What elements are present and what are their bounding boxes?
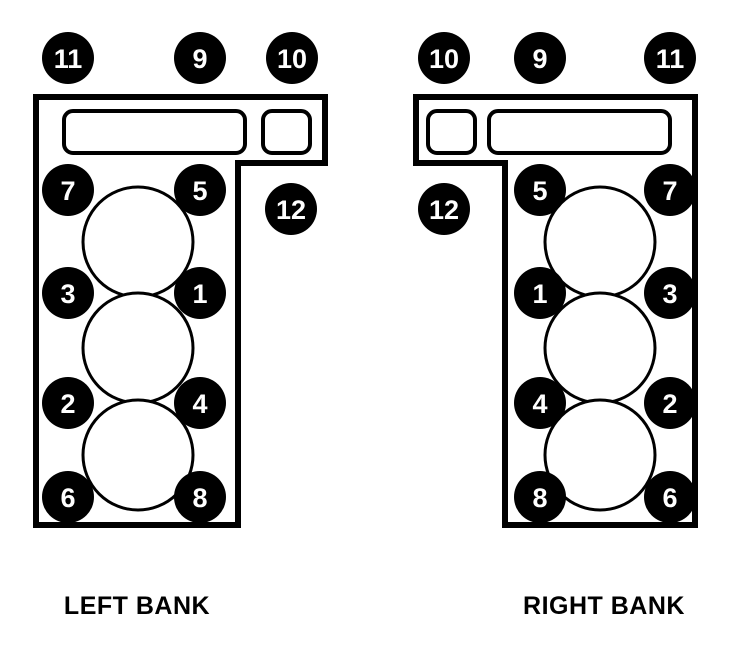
bolt-8-right[interactable]: 8	[514, 471, 566, 523]
bolt-number-label: 10	[277, 44, 307, 74]
bolt-number-label: 9	[192, 44, 207, 74]
bolt-number-label: 8	[192, 483, 207, 513]
bolt-disc-icon	[644, 164, 696, 216]
bolt-12-right[interactable]: 12	[418, 183, 470, 235]
bolt-disc-icon	[174, 377, 226, 429]
bolt-disc-icon	[265, 183, 317, 235]
bolt-number-label: 3	[60, 279, 75, 309]
intake-port-small-right	[426, 109, 477, 155]
bolt-7-right[interactable]: 7	[644, 164, 696, 216]
bolt-number-label: 7	[60, 176, 75, 206]
bolt-6-right[interactable]: 6	[644, 471, 696, 523]
bore-3-left	[81, 398, 195, 512]
bolt-number-label: 9	[532, 44, 547, 74]
bolt-10-left[interactable]: 10	[266, 32, 318, 84]
bolt-disc-icon	[174, 267, 226, 319]
intake-port-long-left	[62, 109, 247, 155]
bolt-12-left[interactable]: 12	[265, 183, 317, 235]
bolt-disc-icon	[514, 164, 566, 216]
bolt-disc-icon	[418, 183, 470, 235]
bolt-number-label: 5	[532, 176, 547, 206]
bolt-number-label: 2	[60, 389, 75, 419]
bolt-2-left[interactable]: 2	[42, 377, 94, 429]
bolt-number-label: 12	[429, 195, 459, 225]
bolt-number-label: 7	[662, 176, 677, 206]
bolt-9-right[interactable]: 9	[514, 32, 566, 84]
bolt-disc-icon	[644, 32, 696, 84]
bolt-6-left[interactable]: 6	[42, 471, 94, 523]
bolt-disc-icon	[42, 164, 94, 216]
bolt-number-label: 6	[60, 483, 75, 513]
bolt-disc-icon	[514, 377, 566, 429]
bolt-disc-icon	[174, 471, 226, 523]
bolt-disc-icon	[514, 471, 566, 523]
bolt-number-label: 10	[429, 44, 459, 74]
bolt-disc-icon	[42, 471, 94, 523]
bolt-5-left[interactable]: 5	[174, 164, 226, 216]
bolt-disc-icon	[174, 32, 226, 84]
bolt-disc-icon	[42, 267, 94, 319]
bolt-number-label: 4	[532, 389, 547, 419]
bolt-3-right[interactable]: 3	[644, 267, 696, 319]
bolt-number-label: 2	[662, 389, 677, 419]
bolt-4-left[interactable]: 4	[174, 377, 226, 429]
bolt-5-right[interactable]: 5	[514, 164, 566, 216]
bolt-disc-icon	[174, 164, 226, 216]
bolt-number-label: 1	[532, 279, 547, 309]
bolt-10-right[interactable]: 10	[418, 32, 470, 84]
bolt-8-left[interactable]: 8	[174, 471, 226, 523]
bolt-number-label: 11	[656, 44, 685, 74]
bolt-number-label: 8	[532, 483, 547, 513]
bolt-disc-icon	[644, 471, 696, 523]
bolt-number-label: 3	[662, 279, 677, 309]
intake-port-small-left	[261, 109, 312, 155]
intake-port-long-right	[487, 109, 672, 155]
bolt-disc-icon	[514, 267, 566, 319]
bolt-disc-icon	[644, 267, 696, 319]
bore-3-right	[543, 398, 657, 512]
bolt-number-label: 6	[662, 483, 677, 513]
bore-1-left	[81, 185, 195, 299]
bolt-11-left[interactable]: 11	[42, 32, 94, 84]
bolt-1-right[interactable]: 1	[514, 267, 566, 319]
bolt-disc-icon	[418, 32, 470, 84]
bolt-1-left[interactable]: 1	[174, 267, 226, 319]
bolt-11-right[interactable]: 11	[644, 32, 696, 84]
bolt-number-label: 1	[192, 279, 207, 309]
bolt-number-label: 5	[192, 176, 207, 206]
bolt-3-left[interactable]: 3	[42, 267, 94, 319]
bank-caption-right: RIGHT BANK	[523, 592, 685, 620]
bolt-number-label: 4	[192, 389, 207, 419]
bolt-number-label: 11	[54, 44, 83, 74]
bolt-4-right[interactable]: 4	[514, 377, 566, 429]
bolt-2-right[interactable]: 2	[644, 377, 696, 429]
bank-caption-left: LEFT BANK	[64, 592, 210, 620]
bolt-7-left[interactable]: 7	[42, 164, 94, 216]
bolt-9-left[interactable]: 9	[174, 32, 226, 84]
bolt-disc-icon	[514, 32, 566, 84]
bolt-disc-icon	[42, 32, 94, 84]
bore-2-left	[81, 291, 195, 405]
bolt-number-label: 12	[276, 195, 306, 225]
bore-2-right	[543, 291, 657, 405]
bolt-disc-icon	[644, 377, 696, 429]
bolt-disc-icon	[266, 32, 318, 84]
bolt-disc-icon	[42, 377, 94, 429]
